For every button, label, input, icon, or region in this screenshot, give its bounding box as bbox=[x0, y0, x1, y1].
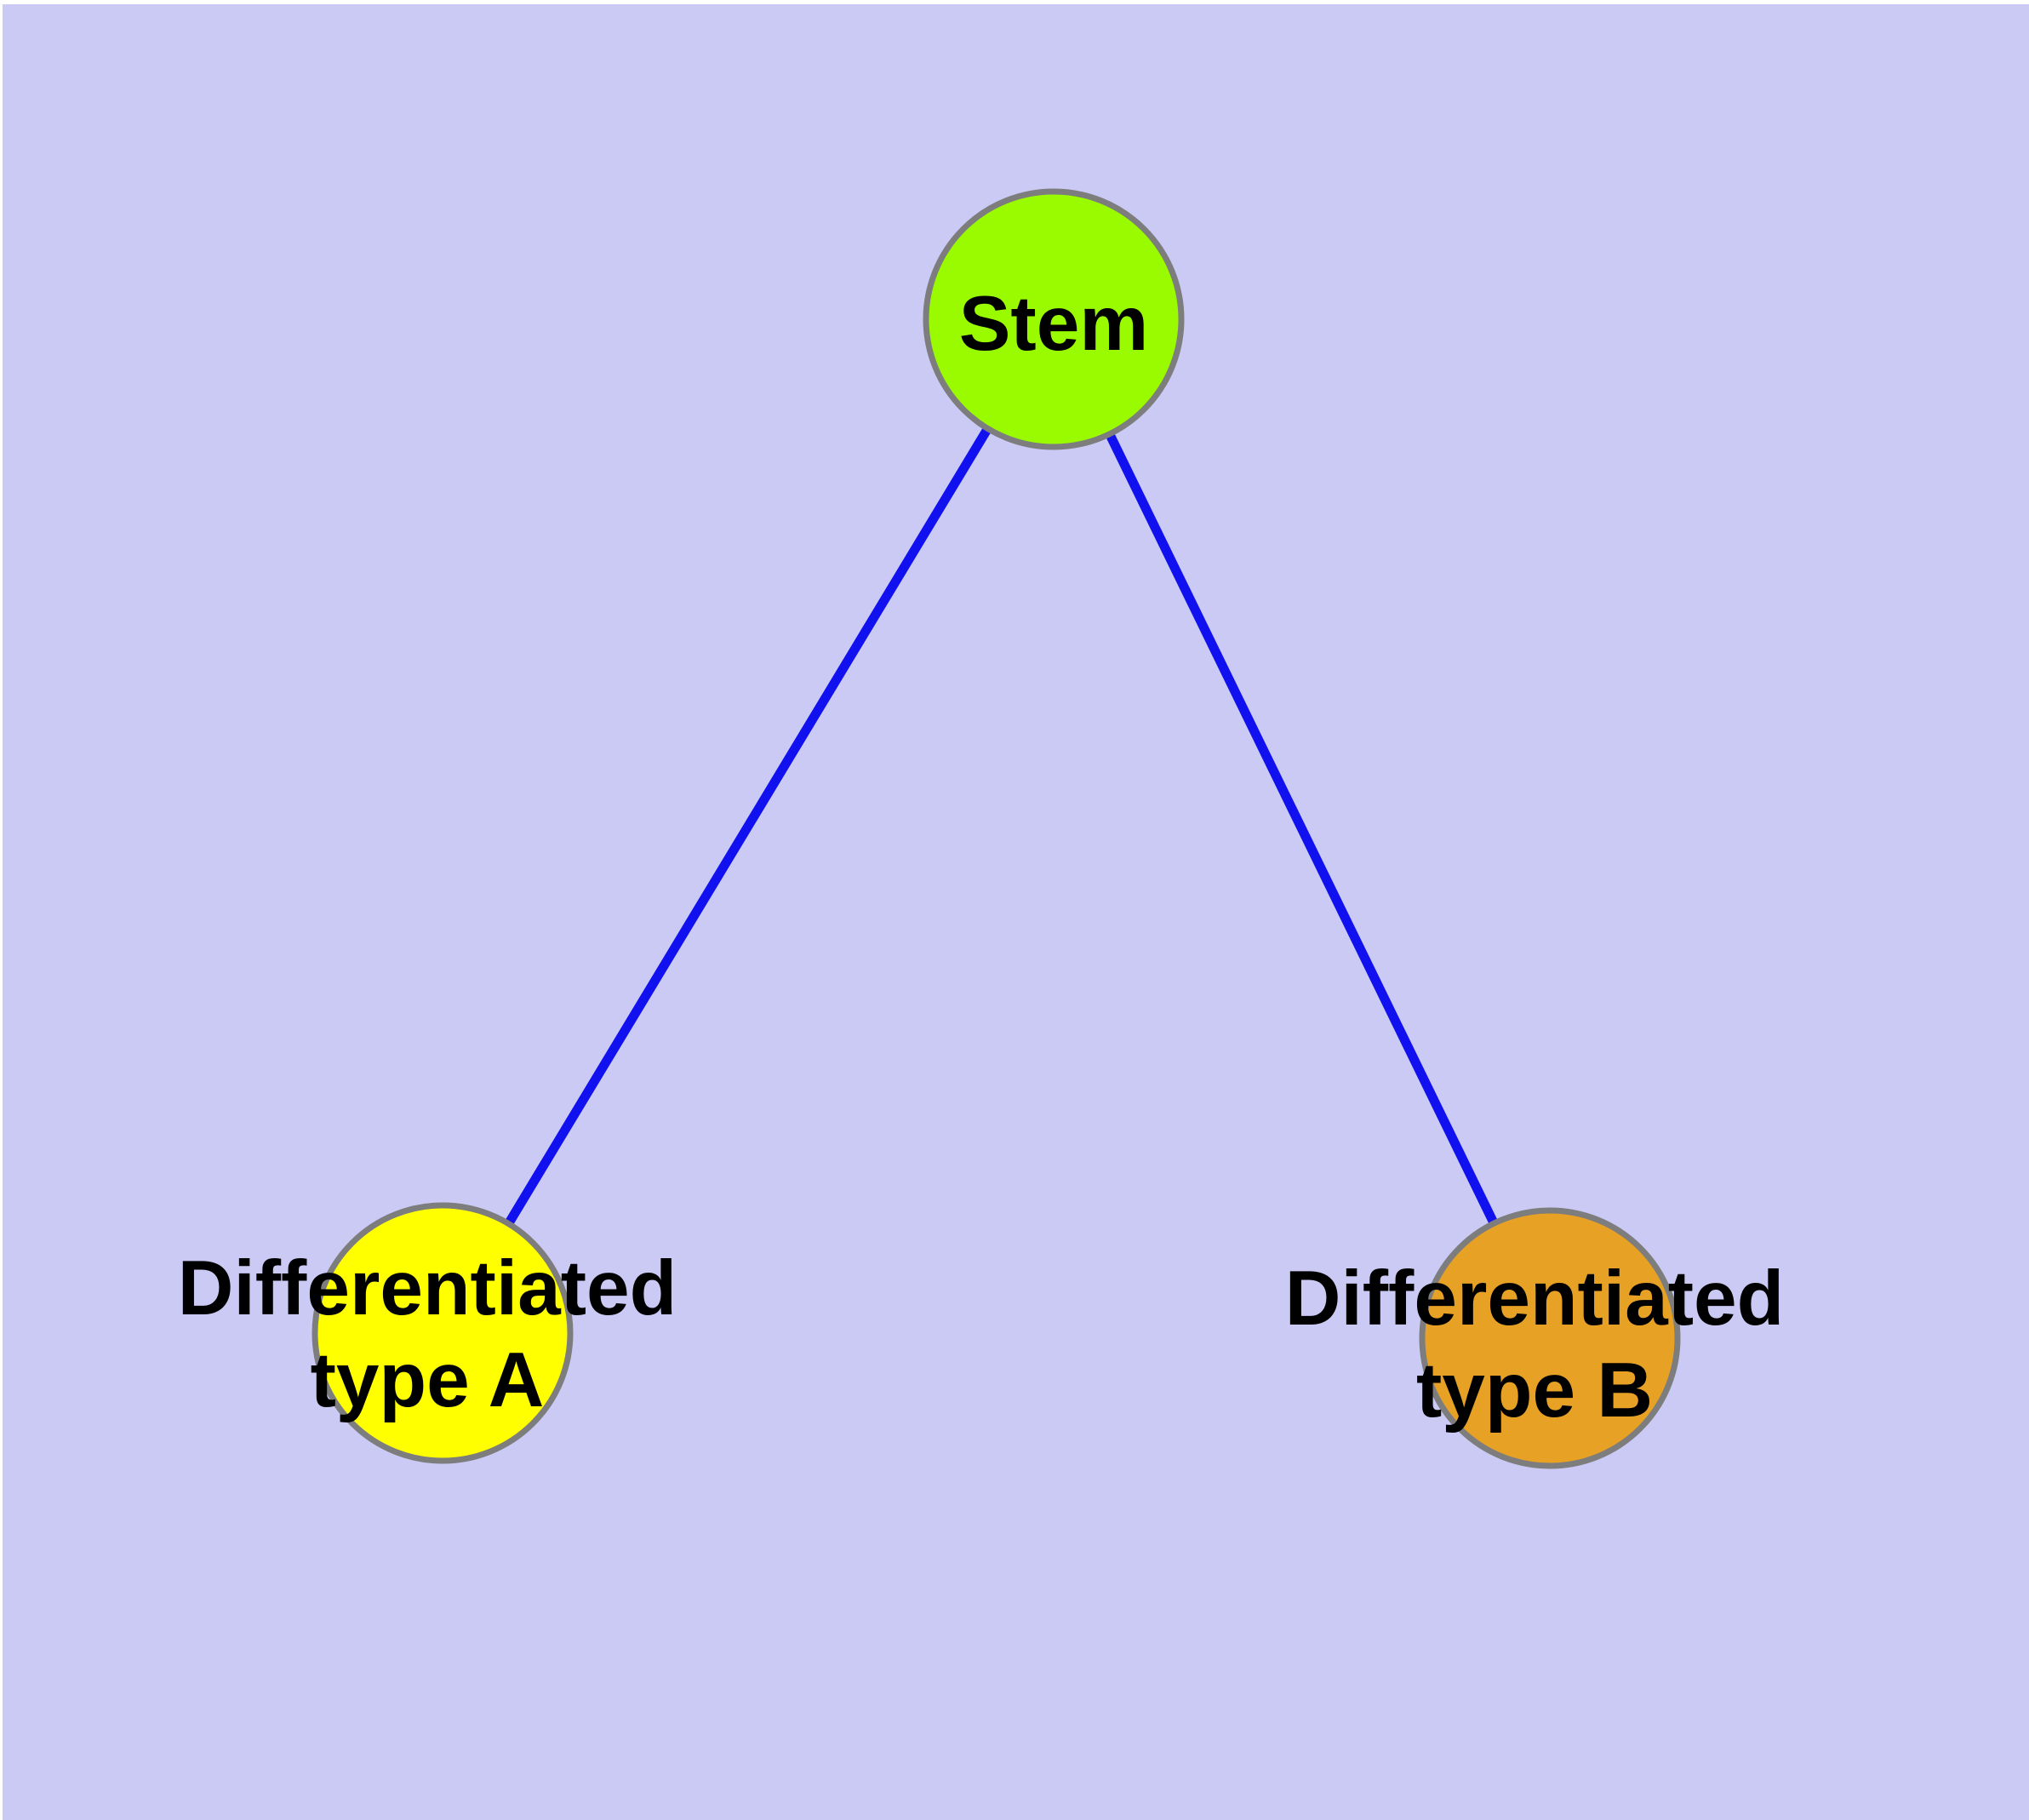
node-label-stem: Stem bbox=[959, 281, 1149, 367]
node-circle-type-a bbox=[311, 1202, 574, 1464]
node-circle-stem bbox=[923, 188, 1185, 450]
edge-stem-to-type-b bbox=[1049, 317, 1554, 1341]
node-label-line: Differentiated bbox=[1285, 1256, 1785, 1342]
node-circle-type-b bbox=[1419, 1207, 1681, 1469]
nodes-layer bbox=[311, 188, 1681, 1469]
node-label-line: Differentiated bbox=[178, 1245, 677, 1331]
edge-stem-to-type-a bbox=[438, 317, 1058, 1336]
node-label-line: type B bbox=[1416, 1348, 1653, 1434]
edges-layer bbox=[438, 317, 1554, 1341]
node-label-line: Stem bbox=[959, 281, 1149, 367]
node-label-line: type A bbox=[311, 1337, 545, 1423]
